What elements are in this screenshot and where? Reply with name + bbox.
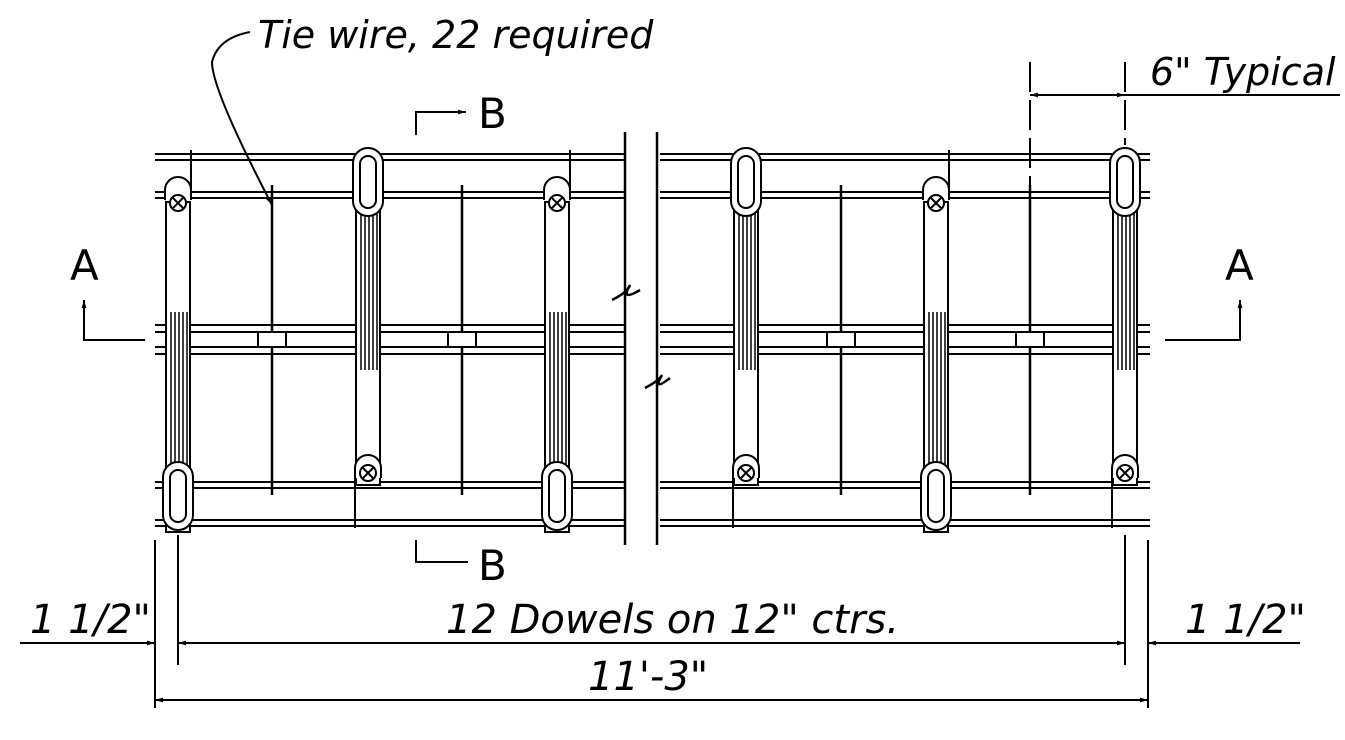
section-a-left-marker <box>81 300 145 341</box>
dowel-bar <box>541 150 573 533</box>
section-b-top-label: B <box>478 89 507 138</box>
section-b-bottom-label: B <box>478 541 507 590</box>
edge-right-label: 1 1/2" <box>1185 597 1306 643</box>
dowel-bar <box>920 150 952 533</box>
longitudinal-wires <box>155 153 1150 527</box>
overall-label: 11'-3" <box>588 654 708 700</box>
tie-wires <box>270 185 1032 495</box>
dowel-bar <box>162 150 194 533</box>
tie-wire-leader <box>210 31 273 206</box>
bottom-dimensions <box>20 535 1300 708</box>
tie-wire-label: Tie wire, 22 required <box>258 13 654 57</box>
dowel-bars <box>162 147 1141 533</box>
dowel-bar <box>1109 147 1141 528</box>
section-a-right-label: A <box>1225 241 1254 290</box>
dowels-label: 12 Dowels on 12" ctrs. <box>446 597 899 643</box>
typical-dimension <box>1029 62 1340 185</box>
section-a-right-marker <box>1165 300 1243 341</box>
dowel-bar <box>352 147 384 528</box>
section-a-left-label: A <box>70 241 99 290</box>
break-lines <box>611 132 671 545</box>
typical-label: 6" Typical <box>1150 50 1336 94</box>
edge-left-label: 1 1/2" <box>30 597 151 643</box>
section-b-bottom-marker <box>415 540 468 563</box>
dowel-bar <box>730 147 762 528</box>
section-b-top-marker <box>415 109 466 135</box>
mid-connectors <box>257 331 1045 348</box>
